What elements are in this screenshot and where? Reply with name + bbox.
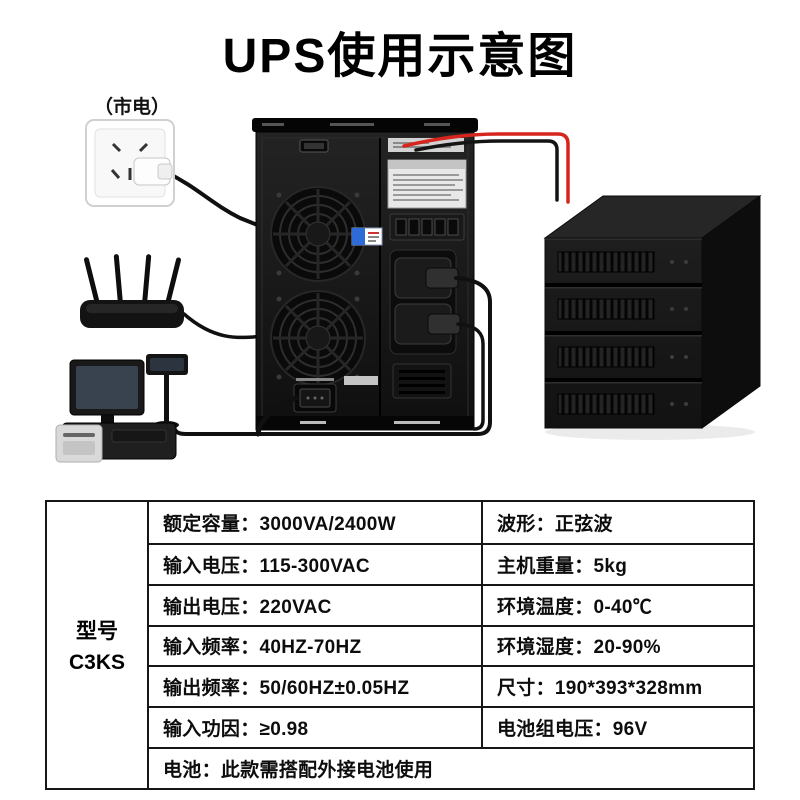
output-plug-2 (427, 313, 461, 335)
output-plug-1 (425, 267, 459, 289)
spec-cell: 主机重量：5kg (497, 555, 628, 577)
battery-note-cell: 电池：此款需搭配外接电池使用 (163, 760, 434, 782)
spec-cell: 输入电压：115-300VAC (149, 544, 483, 584)
ups-unit (252, 118, 478, 431)
table-row: 额定容量：3000VA/2400W 波形：正弦波 (149, 502, 753, 543)
battery-wires (402, 132, 570, 204)
spec-cell: 尺寸：190*393*328mm (497, 678, 703, 700)
table-row: 输入频率：40HZ-70HZ 环境湿度：20-90% (149, 624, 753, 666)
pos-cable (172, 276, 492, 436)
spec-cell: 输入频率：40HZ-70HZ (149, 626, 483, 666)
table-row: 输出电压：220VAC 环境温度：0-40℃ (149, 583, 753, 625)
page-title: UPS使用示意图 (222, 30, 578, 83)
battery-wire-black (414, 139, 559, 202)
spec-cell: 输出电压：220VAC (149, 585, 483, 625)
pos-terminal (55, 354, 188, 463)
output-socket-panel (389, 249, 461, 355)
table-row-battery-note: 电池：此款需搭配外接电池使用 (149, 747, 753, 788)
spec-cell: 额定容量：3000VA/2400W (149, 502, 483, 543)
spec-cell: 输出频率：50/60HZ±0.05HZ (149, 667, 483, 707)
spec-rows: 额定容量：3000VA/2400W 波形：正弦波 输入电压：115-300VAC… (149, 502, 753, 788)
ups-bottom-band (256, 416, 474, 430)
table-row: 输出频率：50/60HZ±0.05HZ 尺寸：190*393*328mm (149, 665, 753, 707)
spec-cell: 波形：正弦波 (497, 513, 613, 535)
wifi-router (80, 254, 184, 328)
spec-cell: 电池组电压：96V (497, 719, 648, 741)
spec-cell: 环境温度：0-40℃ (497, 596, 653, 618)
power-plug (133, 157, 173, 186)
battery-wire-red (402, 132, 570, 204)
spec-cell: 输入功因：≥0.98 (149, 708, 483, 748)
brand-sticker (351, 227, 383, 246)
spec-cell: 环境湿度：20-90% (497, 637, 661, 659)
spec-table: 型号 C3KS 额定容量：3000VA/2400W 波形：正弦波 输入电压：11… (45, 500, 755, 790)
breaker-cover (344, 363, 452, 399)
model-value: C3KS (68, 651, 126, 674)
device-cables (172, 276, 492, 436)
router-antennas (83, 254, 181, 305)
table-row: 输入电压：115-300VAC 主机重量：5kg (149, 542, 753, 584)
table-row: 输入功因：≥0.98 电池组电压：96V (149, 706, 753, 748)
warning-sticker (387, 159, 467, 209)
comm-port (299, 139, 329, 153)
model-cell: 型号 C3KS (47, 502, 149, 788)
input-power-cord (255, 395, 299, 437)
mains-cable (164, 170, 272, 232)
ups-connection-diagram (55, 118, 762, 463)
wall-outlet (85, 119, 175, 207)
plug2-cable (456, 322, 485, 431)
mains-power-label: （市电） (93, 97, 170, 118)
terminal-block (389, 213, 465, 241)
model-label: 型号 (76, 620, 118, 643)
cooling-fan-bottom (270, 290, 366, 386)
cooling-fan-top (270, 186, 366, 282)
battery-cabinet (543, 195, 762, 440)
input-socket (293, 378, 337, 413)
router-cable (182, 312, 268, 340)
